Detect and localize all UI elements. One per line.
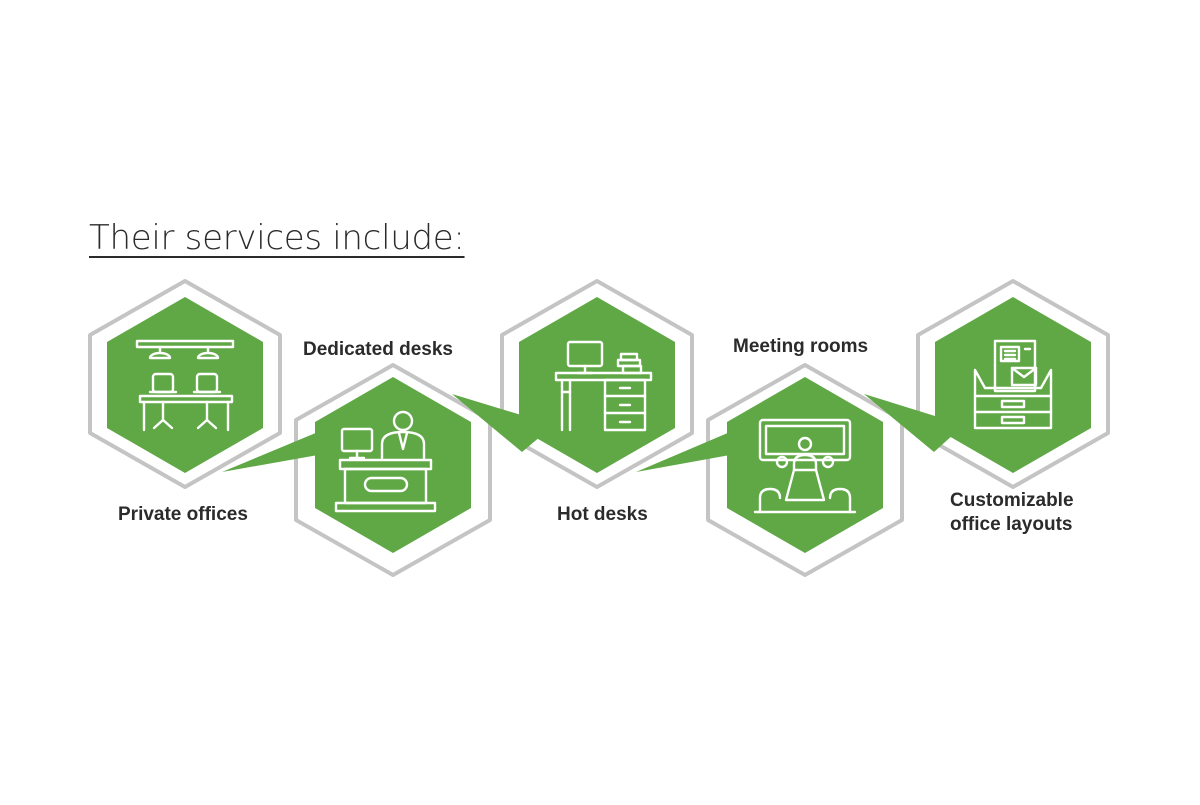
office-desk-icon bbox=[554, 340, 653, 432]
reception-desk-icon bbox=[334, 410, 437, 513]
label-customizable-office-layouts: Customizable office layouts bbox=[950, 490, 1074, 535]
connector-2 bbox=[452, 394, 554, 452]
connector-3 bbox=[636, 432, 730, 472]
connector-4 bbox=[864, 394, 964, 452]
outline-hexagon-5 bbox=[916, 279, 1110, 489]
green-hexagon-3 bbox=[519, 297, 675, 473]
label-meeting-rooms: Meeting rooms bbox=[733, 336, 869, 357]
green-hexagon-4 bbox=[727, 377, 883, 553]
green-hexagon-2 bbox=[315, 377, 471, 553]
connector-1 bbox=[222, 432, 318, 472]
label-dedicated-desks: Dedicated desks bbox=[303, 339, 453, 360]
page-heading: Their services include: bbox=[89, 218, 465, 258]
outline-hexagon-3 bbox=[500, 279, 694, 489]
green-hexagon-1 bbox=[107, 297, 263, 473]
label-hot-desks: Hot desks bbox=[557, 504, 648, 525]
meeting-room-icon bbox=[753, 418, 857, 514]
document-tray-icon bbox=[973, 339, 1053, 430]
label-private-offices: Private offices bbox=[118, 504, 248, 525]
coworking-desks-icon bbox=[135, 339, 235, 432]
outline-hexagon-1 bbox=[88, 279, 282, 489]
